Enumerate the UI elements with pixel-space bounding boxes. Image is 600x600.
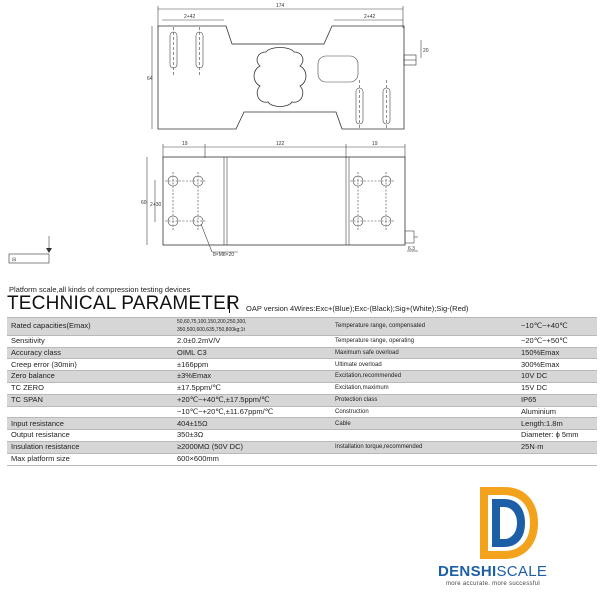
spec-cell-v1: 2.0±0.2mV/V xyxy=(173,335,331,348)
spec-cell-v2 xyxy=(517,453,597,466)
spec-cell-l2: Cable xyxy=(331,417,517,431)
spec-cell-l1: Creep error (30min) xyxy=(7,358,173,372)
spec-cell-l2: Protection class xyxy=(331,394,517,407)
dim-thickness: 6.3 xyxy=(408,246,415,252)
dim-height: 64 xyxy=(147,76,153,82)
spec-cell-l1: Rated capacities(Emax) xyxy=(7,317,173,336)
spec-cell-l2 xyxy=(331,429,517,442)
spec-cell-v2: 150%Emax xyxy=(517,347,597,360)
spec-cell-v1: 600×600mm xyxy=(173,453,331,466)
spec-cell-v2: 300%Emax xyxy=(517,358,597,372)
brand-tagline: more accurate. more successful xyxy=(446,581,541,587)
dim-left-holes: 2+42 xyxy=(184,14,195,20)
spec-cell-l1 xyxy=(7,406,173,419)
spec-cell-v1: OIML C3 xyxy=(173,347,331,360)
brand-name-part1: DENSHI xyxy=(438,563,497,580)
spec-cell-l2: Ultimate overload xyxy=(331,358,517,372)
spec-cell-v2: Diameter: ϕ 5mm xyxy=(517,429,597,442)
dim-bottom-mid: 122 xyxy=(276,141,285,147)
spec-cell-l1: Max platform size xyxy=(7,453,173,466)
spec-cell-l1: Zero balance xyxy=(7,370,173,383)
spec-cell-v2: −20℃~+50℃ xyxy=(517,335,597,348)
spec-cell-l1: Input resistance xyxy=(7,417,173,431)
spec-cell-v1: ±166ppm xyxy=(173,358,331,372)
wire-description: OAP version 4Wires:Exc+(Blue);Exc-(Black… xyxy=(246,304,469,313)
spec-cell-v1: +20℃~+40℃,±17.5ppm/℃ xyxy=(173,394,331,407)
spec-cell-l1: Insulation resistance xyxy=(7,441,173,454)
spec-cell-l1: Sensitivity xyxy=(7,335,173,348)
brand-logo: DENSHISCALE more accurate. more successf… xyxy=(436,485,586,595)
spec-cell-v1: ≥2000MΩ (50V DC) xyxy=(173,441,331,454)
spec-cell-l2: Maximum safe overload xyxy=(331,347,517,360)
spec-cell-v2: 10V DC xyxy=(517,370,597,383)
spec-cell-v1: ±17.5ppm/℃ xyxy=(173,382,331,395)
spec-cell-v2: IP65 xyxy=(517,394,597,407)
spec-cell-l1: TC ZERO xyxy=(7,382,173,395)
spec-cell-v1: 404±15Ω xyxy=(173,417,331,431)
technical-drawing: ⊟ 174 2+42 2+42 64 20 19 122 19 60 2+30 … xyxy=(0,0,600,285)
spec-cell-l1: Accuracy class xyxy=(7,347,173,360)
dim-side: 20 xyxy=(423,48,429,54)
title-divider xyxy=(229,296,230,313)
spec-cell-v1: 350±3Ω xyxy=(173,429,331,442)
spec-cell-v1: −10℃~+20℃,±11.67ppm/℃ xyxy=(173,406,331,419)
spec-cell-l1: Output resistance xyxy=(7,429,173,442)
spec-cell-l2: Temperature range, operating xyxy=(331,335,517,348)
dim-hole-spacing: 2+30 xyxy=(150,202,161,208)
spec-cell-l1: TC SPAN xyxy=(7,394,173,407)
load-cell-drawing: ⊟ 174 2+42 2+42 64 20 19 122 19 60 2+30 … xyxy=(8,3,429,264)
dim-thread: 8×M8×20 xyxy=(213,252,234,258)
spec-cell-v2: Aluminium xyxy=(517,406,597,419)
denshi-d-logo-icon xyxy=(480,487,538,559)
spec-cell-l2 xyxy=(331,453,517,466)
spec-cell-l2: Construction xyxy=(331,406,517,419)
spec-cell-v2: 15V DC xyxy=(517,382,597,395)
spec-cell-v2: 25N·m xyxy=(517,441,597,454)
product-subtitle: Platform scale,all kinds of compression … xyxy=(9,285,191,294)
svg-text:⊟: ⊟ xyxy=(12,257,16,263)
spec-cell-l2: Excitation,maximum xyxy=(331,382,517,395)
spec-cell-l2: Temperature range, compensated xyxy=(331,317,517,336)
section-header: TECHNICAL PARAMETER OAP version 4Wires:E… xyxy=(7,293,597,315)
spec-cell-v2: Length:1.8m xyxy=(517,417,597,431)
spec-cell-l2: Excitation,recommended xyxy=(331,370,517,383)
spec-table: Rated capacities(Emax)50,60,75,100,150,2… xyxy=(7,317,597,466)
spec-row: Insulation resistance≥2000MΩ (50V DC)Ins… xyxy=(7,441,597,454)
dim-bottom-left: 19 xyxy=(182,141,188,147)
spec-cell-v2: −10℃~+40℃ xyxy=(517,317,597,336)
brand-name-part2: SCALE xyxy=(496,563,548,580)
dim-bottom-height: 60 xyxy=(141,200,147,206)
brand-name: DENSHISCALE xyxy=(438,563,547,580)
dim-right-holes: 2+42 xyxy=(364,14,375,20)
spec-cell-l2: Installation torque,recommended xyxy=(331,441,517,454)
spec-cell-v1: ±3%Emax xyxy=(173,370,331,383)
spec-cell-v1: 50,60,75,100,150,200,250,300,350,500,600… xyxy=(173,317,331,336)
spec-row: Rated capacities(Emax)50,60,75,100,150,2… xyxy=(7,317,597,336)
dim-total-length: 174 xyxy=(276,3,285,9)
section-title: TECHNICAL PARAMETER xyxy=(7,293,240,314)
dim-bottom-right: 19 xyxy=(372,141,378,147)
